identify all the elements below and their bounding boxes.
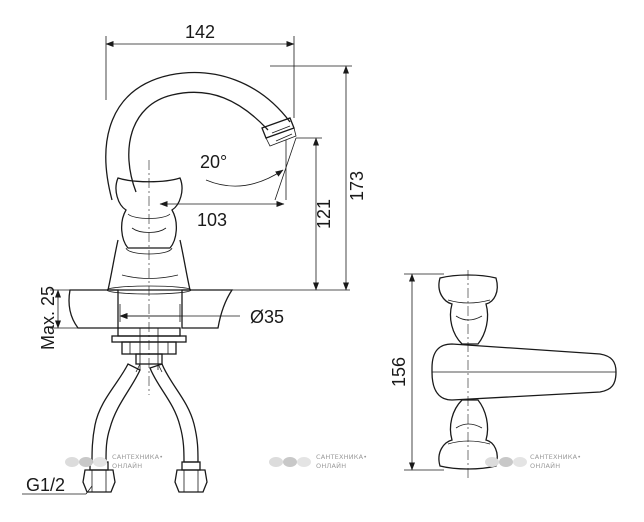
svg-text:ОНЛАЙН: ОНЛАЙН [530,461,560,470]
dim-d35: Ø35 [119,304,284,327]
dim-156-label: 156 [389,357,409,387]
countertop-section [68,289,350,329]
watermark-center: САНТЕХНИКА• ОНЛАЙН [269,453,367,470]
svg-text:ОНЛАЙН: ОНЛАЙН [112,461,142,470]
svg-text:САНТЕХНИКА•: САНТЕХНИКА• [112,453,163,461]
dim-20deg-label: 20° [200,152,227,172]
dim-156: 156 [389,273,444,471]
dim-142: 142 [105,22,295,118]
dim-173: 173 [270,65,367,291]
dim-142-label: 142 [185,22,215,42]
svg-text:ОНЛАЙН: ОНЛАЙН [316,461,346,470]
dim-20deg: 20° [200,137,297,201]
spout [105,71,297,201]
dim-g12: G1/2 [22,475,93,495]
dim-max25-label: Max. 25 [38,286,58,350]
svg-text:САНТЕХНИКА•: САНТЕХНИКА• [530,453,581,461]
side-view: 156 [389,270,617,478]
watermark-logo-icon [65,457,79,467]
flexible-hoses [82,363,208,493]
svg-text:САНТЕХНИКА•: САНТЕХНИКА• [316,453,367,461]
dim-max25: Max. 25 [38,286,80,350]
dim-g12-label: G1/2 [26,475,65,495]
dim-103-label: 103 [197,210,227,230]
front-view: 142 20° 103 121 173 [22,22,367,495]
watermark-logo-icon [269,457,283,467]
dim-103: 103 [159,201,285,230]
dim-121-label: 121 [314,199,334,229]
watermark-right: САНТЕХНИКА• ОНЛАЙН [485,453,581,470]
dim-173-label: 173 [347,171,367,201]
dim-121: 121 [296,137,334,291]
handle-cap-top [438,274,498,345]
watermark-left: САНТЕХНИКА• ОНЛАЙН [65,453,163,470]
dim-d35-label: Ø35 [250,307,284,327]
watermark-logo-icon [485,457,499,467]
handle-cap-bottom [438,399,498,470]
